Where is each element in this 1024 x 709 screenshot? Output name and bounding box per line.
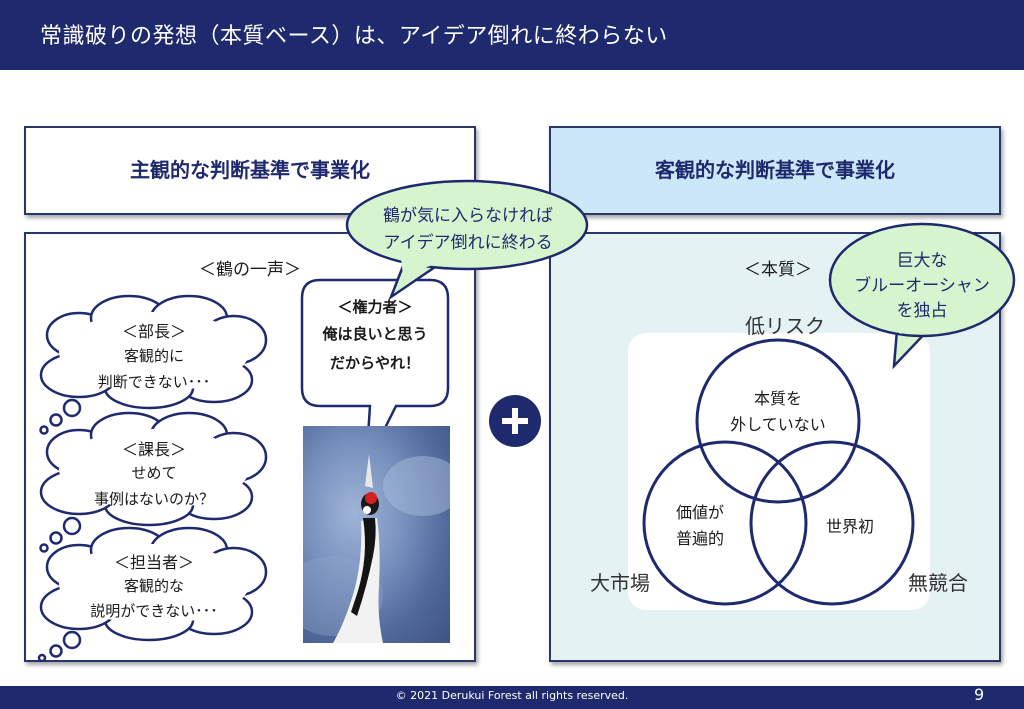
left-heading: 主観的な判断基準で事業化 (130, 158, 370, 182)
left-callout-bubble (345, 179, 589, 301)
slide-title: 常識破りの発想（本質ベース）は、アイデア倒れに終わらない (40, 24, 668, 49)
page-number: 9 (974, 685, 985, 704)
cloud-1-line2: 判断できない･･･ (97, 373, 211, 391)
cloud-3-line2: 説明ができない･･･ (90, 602, 218, 620)
cloud-2-title: ＜課長＞ (121, 440, 186, 459)
right-callout-line2: ブルーオーシャン (854, 276, 990, 296)
cloud-3-line1: 客観的な (123, 577, 184, 595)
thought-cloud-3 (39, 526, 268, 642)
right-callout-line1: 巨大な (896, 251, 948, 271)
plus-icon (489, 395, 541, 447)
cloud-1-line1: 客観的に (123, 347, 184, 365)
venn-circle-left (642, 440, 808, 606)
cloud-3-title: ＜担当者＞ (113, 553, 194, 572)
cloud-2-line1: せめて (131, 464, 177, 482)
left-callout-line1: 鶴が気に入らなければ (383, 206, 553, 226)
speech-line2: 俺は良いと思う (322, 325, 428, 343)
left-section-label: ＜鶴の一声＞ (199, 260, 301, 280)
cloud-2-line2: 事例はないのか？ (93, 490, 214, 508)
footer-bar (0, 686, 1024, 709)
label-no-competition: 無競合 (908, 571, 968, 595)
thought-clouds (37, 294, 268, 662)
right-heading-box: 客観的な判断基準で事業化 (549, 126, 1001, 215)
right-heading: 客観的な判断基準で事業化 (655, 158, 895, 182)
crane-illustration (303, 454, 450, 643)
venn-circle-right (749, 440, 915, 606)
cloud-1-title: ＜部長＞ (121, 322, 186, 341)
venn-left-line1: 価値が (675, 503, 724, 522)
label-big-market: 大市場 (590, 571, 650, 595)
right-callout-line3: を独占 (896, 301, 948, 321)
venn-diagram (642, 338, 915, 606)
venn-left-line2: 普遍的 (675, 529, 724, 548)
venn-right-line1: 世界初 (825, 517, 874, 536)
venn-top-line2: 外していない (730, 415, 826, 434)
venn-top-line1: 本質を (753, 389, 802, 408)
thought-cloud-2 (39, 411, 268, 527)
header-bar (0, 0, 1024, 70)
label-low-risk: 低リスク (745, 314, 825, 338)
venn-background (628, 333, 930, 610)
right-section-label: ＜本質＞ (744, 260, 812, 280)
right-callout-bubble (828, 222, 1016, 370)
speech-title: ＜権力者＞ (337, 298, 413, 316)
venn-circle-top (695, 338, 861, 504)
crane-photo (303, 426, 450, 643)
left-callout-line2: アイデア倒れに終わる (383, 233, 553, 253)
copyright: © 2021 Derukui Forest all rights reserve… (395, 689, 629, 702)
thought-cloud-1 (39, 294, 268, 410)
speech-line3: だからやれ！ (329, 354, 420, 372)
